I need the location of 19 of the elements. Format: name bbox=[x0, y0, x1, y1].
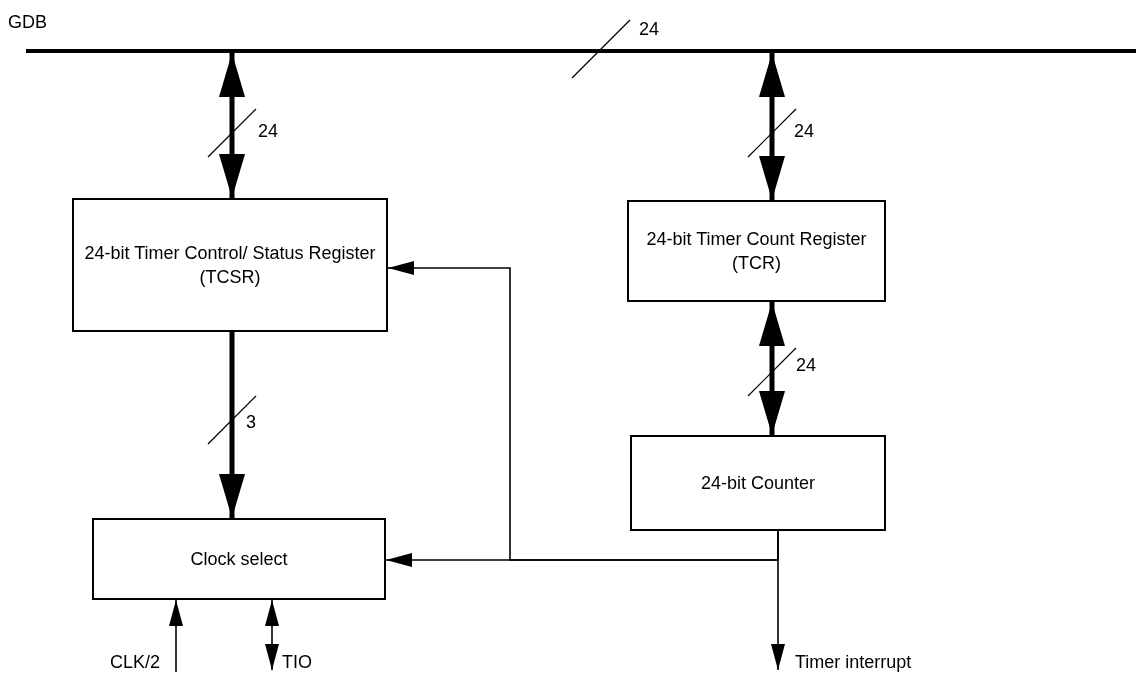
arrow bbox=[169, 599, 183, 673]
signal-label: Timer interrupt bbox=[795, 651, 912, 674]
register-box bbox=[627, 200, 886, 302]
arrow bbox=[759, 302, 785, 435]
arrow bbox=[759, 53, 785, 200]
process-box bbox=[92, 518, 386, 600]
arrow bbox=[219, 53, 245, 198]
node-label: 24-bit Timer Count Register (TCR) bbox=[645, 228, 868, 275]
register-box bbox=[72, 198, 388, 332]
node-label: Clock select bbox=[190, 548, 288, 571]
arrow bbox=[265, 599, 279, 671]
arrow bbox=[219, 332, 245, 518]
node-label: 24-bit Timer Control/ Status Register (TCSR) bbox=[83, 242, 377, 289]
arrow bbox=[771, 530, 785, 671]
signal-label: TIO bbox=[282, 651, 312, 674]
counter-box bbox=[630, 435, 886, 531]
bus-name: GDB bbox=[8, 11, 47, 33]
signal-label: CLK/2 bbox=[109, 651, 160, 674]
node-label: 24-bit Counter bbox=[700, 472, 816, 495]
